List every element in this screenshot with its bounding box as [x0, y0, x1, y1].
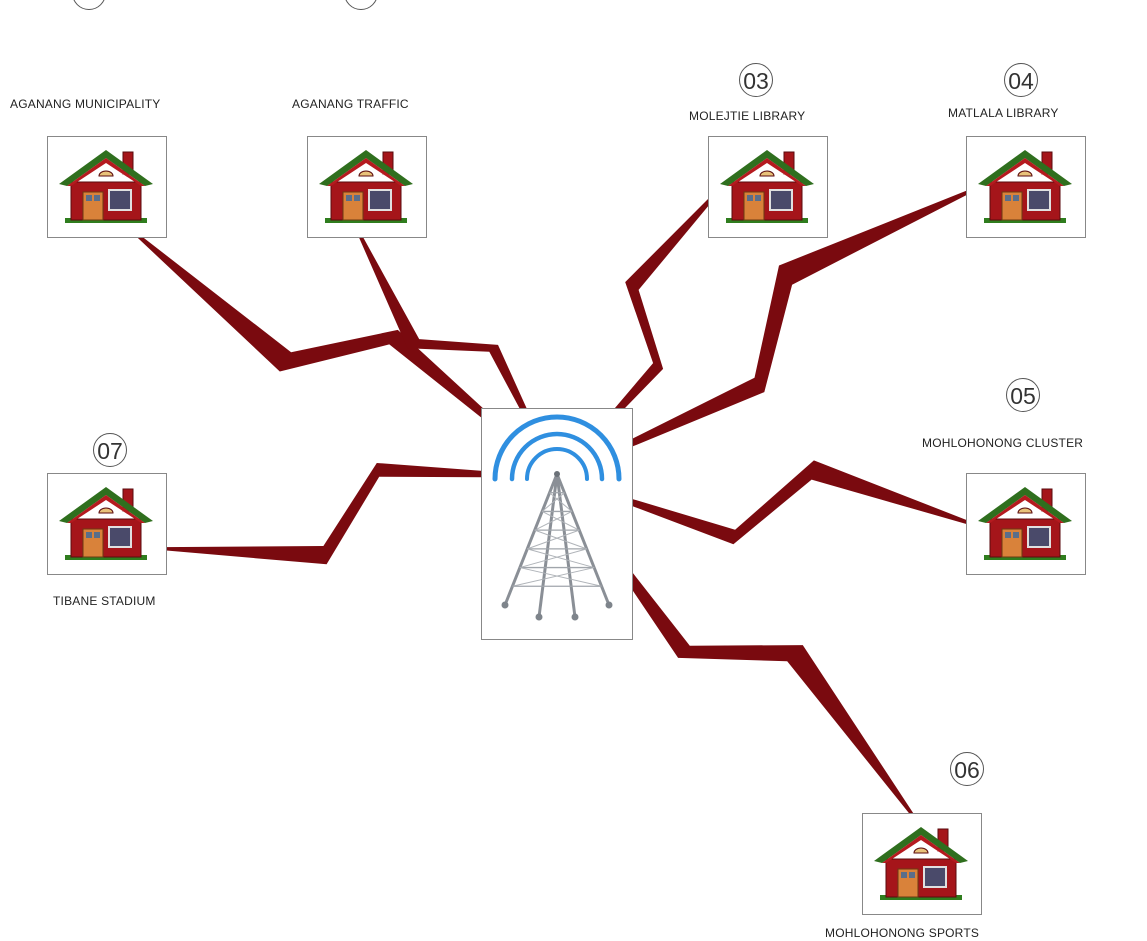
tower-foot — [571, 613, 579, 621]
house-door-pane — [1005, 532, 1011, 538]
site-07-number: 07 — [93, 433, 127, 467]
house-door-pane — [1013, 532, 1019, 538]
radio-tower-icon — [492, 414, 622, 621]
house-roof — [59, 150, 153, 186]
link-02 — [349, 214, 558, 478]
site-02-label: AGANANG TRAFFIC — [292, 97, 409, 111]
tower-leg — [503, 473, 559, 606]
house-attic-window — [1017, 507, 1033, 514]
house-icon — [59, 150, 153, 223]
link-01 — [121, 221, 558, 478]
house-attic-window — [98, 170, 114, 177]
house-gable — [67, 158, 145, 186]
tower-brace — [512, 567, 595, 587]
tower-leg — [555, 473, 611, 606]
house-window — [108, 526, 132, 548]
site-04-number: 04 — [1004, 63, 1038, 97]
tower-leg — [555, 473, 577, 618]
house-door-pane — [86, 195, 92, 201]
tower-brace — [541, 510, 580, 531]
house-gable — [986, 495, 1064, 523]
link-03 — [556, 174, 734, 478]
house-roof — [59, 487, 153, 523]
tower-foot — [501, 601, 509, 609]
site-01-label: AGANANG MUNICIPALITY — [10, 97, 161, 111]
house-door-pane — [755, 195, 761, 201]
site-06-number: 06 — [950, 752, 984, 786]
house-roof — [978, 487, 1072, 523]
house-attic-window — [913, 847, 929, 854]
house-door-pane — [86, 532, 92, 538]
tower-brace — [541, 492, 565, 512]
house-gable — [986, 158, 1064, 186]
house-door-pane — [901, 872, 907, 878]
signal-arc — [492, 414, 622, 482]
tower-brace — [534, 510, 573, 531]
house-attic-window — [98, 507, 114, 514]
house-icon — [319, 150, 413, 223]
signal-arc — [525, 447, 589, 481]
tower-leg — [537, 473, 559, 618]
house-window — [769, 189, 793, 211]
link-05 — [556, 460, 991, 545]
house-door-pane — [1005, 195, 1011, 201]
house-window — [1027, 189, 1051, 211]
house-gable — [327, 158, 405, 186]
site-07-label: TIBANE STADIUM — [53, 594, 156, 608]
link-07 — [145, 463, 558, 565]
site-05-label: MOHLOHONONG CLUSTER — [922, 436, 1084, 450]
house-icon — [59, 487, 153, 560]
link-04 — [556, 182, 989, 478]
house-window — [923, 866, 947, 888]
tower-foot — [535, 613, 543, 621]
tower-foot — [605, 601, 613, 609]
tower-brace — [519, 548, 587, 569]
house-roof — [319, 150, 413, 186]
site-05-number: 05 — [1006, 378, 1040, 412]
tower-brace — [519, 567, 602, 587]
house-window — [108, 189, 132, 211]
house-gable — [882, 835, 960, 863]
site-04-label: MATLALA LIBRARY — [948, 106, 1059, 120]
house-door-pane — [747, 195, 753, 201]
tower-brace — [527, 529, 580, 550]
house-attic-window — [1017, 170, 1033, 177]
house-door-pane — [354, 195, 360, 201]
tower-top — [554, 471, 560, 477]
house-door-pane — [346, 195, 352, 201]
house-gable — [67, 495, 145, 523]
tower-brace — [549, 492, 573, 512]
house-roof — [874, 827, 968, 863]
house-door-pane — [1013, 195, 1019, 201]
house-roof — [978, 150, 1072, 186]
tower-brace — [527, 548, 595, 569]
house-window — [368, 189, 392, 211]
house-door-pane — [909, 872, 915, 878]
house-icon — [874, 827, 968, 900]
house-attic-window — [759, 170, 775, 177]
site-06-label: MOHLOHONONG SPORTS — [825, 926, 980, 940]
tower-brace — [534, 529, 587, 550]
house-roof — [720, 150, 814, 186]
house-icon — [978, 150, 1072, 223]
site-03-label: MOLEJTIE LIBRARY — [689, 109, 806, 123]
site-03-number: 03 — [739, 63, 773, 97]
house-attic-window — [358, 170, 374, 177]
signal-arc — [509, 431, 605, 482]
link-06 — [556, 476, 923, 829]
house-door-pane — [94, 195, 100, 201]
house-icon — [720, 150, 814, 223]
house-gable — [728, 158, 806, 186]
house-door-pane — [94, 532, 100, 538]
house-icon — [978, 487, 1072, 560]
house-window — [1027, 526, 1051, 548]
